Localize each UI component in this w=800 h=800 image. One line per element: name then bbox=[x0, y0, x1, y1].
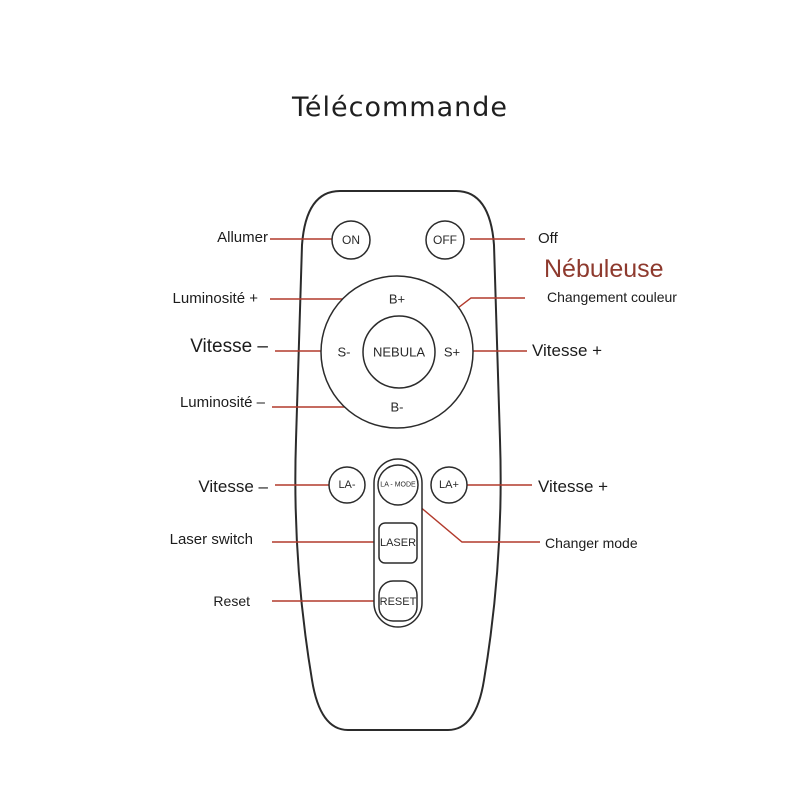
callout-nebuleuse: Nébuleuse bbox=[544, 255, 664, 283]
off-button[interactable]: OFF bbox=[425, 220, 465, 260]
off-button-label: OFF bbox=[433, 233, 457, 247]
la-minus-button[interactable]: LA- bbox=[328, 466, 366, 504]
laser-button-label: LASER bbox=[380, 537, 416, 549]
callout-luminosite-plus: Luminosité + bbox=[172, 290, 258, 307]
b-plus-button[interactable]: B+ bbox=[389, 292, 405, 307]
on-button[interactable]: ON bbox=[331, 220, 371, 260]
callout-changer-mode: Changer mode bbox=[545, 535, 638, 551]
callout-luminosite-minus: Luminosité – bbox=[179, 394, 265, 411]
leader-lines bbox=[270, 238, 540, 602]
la-plus-button[interactable]: LA+ bbox=[430, 466, 468, 504]
nebula-button-label: NEBULA bbox=[373, 345, 425, 360]
la-mode-button[interactable]: LA - MODE bbox=[377, 464, 419, 506]
page-title: Télécommande bbox=[291, 92, 508, 123]
nebula-button[interactable]: NEBULA bbox=[362, 315, 436, 389]
s-minus-button[interactable]: S- bbox=[338, 345, 351, 360]
callout-vitesse-plus-2: Vitesse + bbox=[538, 477, 609, 496]
laser-button[interactable]: LASER bbox=[378, 522, 418, 564]
callout-reset: Reset bbox=[213, 593, 250, 609]
callout-laser-switch: Laser switch bbox=[169, 531, 253, 548]
la-plus-button-label: LA+ bbox=[439, 479, 459, 491]
s-plus-button[interactable]: S+ bbox=[444, 345, 460, 360]
b-minus-button[interactable]: B- bbox=[391, 400, 404, 415]
reset-button[interactable]: RESET bbox=[378, 580, 418, 622]
callout-vitesse-minus-2: Vitesse – bbox=[198, 477, 268, 496]
callout-allumer: Allumer bbox=[217, 229, 268, 246]
la-minus-button-label: LA- bbox=[338, 479, 355, 491]
la-mode-button-label: LA - MODE bbox=[380, 482, 416, 489]
callout-vitesse-plus-1: Vitesse + bbox=[532, 341, 603, 360]
callout-changement-couleur: Changement couleur bbox=[547, 289, 677, 305]
callout-off: Off bbox=[538, 230, 558, 247]
reset-button-label: RESET bbox=[380, 596, 417, 608]
on-button-label: ON bbox=[342, 233, 360, 247]
callout-vitesse-minus-1: Vitesse – bbox=[190, 336, 268, 357]
